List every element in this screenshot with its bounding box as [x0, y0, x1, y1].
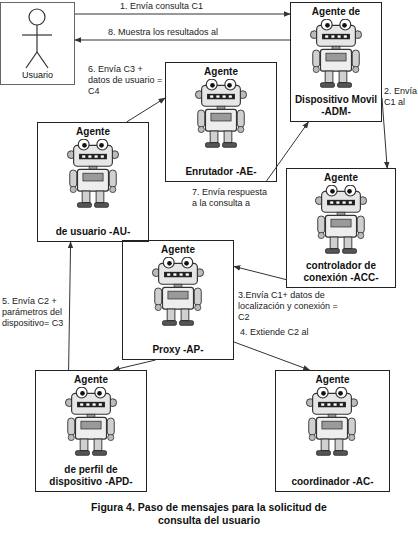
message-arrow	[113, 360, 155, 370]
message-arrow	[382, 98, 387, 168]
robot-illustration	[67, 139, 118, 207]
message-arrow	[75, 14, 290, 15]
message-label: 7. Envía respuesta a la consulta a	[192, 187, 274, 209]
message-arrow	[69, 242, 71, 370]
message-label: 5. Envía C2 + parámetros del dispositivo…	[2, 296, 70, 329]
figure-body	[36, 25, 37, 52]
agent-heading: Agente	[37, 374, 145, 386]
agent-card: Agente de perfil de dispositivo -APD-	[35, 370, 147, 492]
agent-heading: Agente	[288, 172, 394, 184]
agent-card: Agente coordinador -AC-	[275, 370, 390, 492]
agent-heading: Agente	[277, 374, 388, 386]
message-label: 6. Envía C3 + datos de usuario = C4	[88, 64, 164, 97]
agent-card: AgenteProxy -AP-	[122, 240, 234, 360]
agent-name: Enrutador -AE-	[168, 166, 274, 178]
figure-arms	[22, 34, 52, 35]
agent-name: Dispositivo Movil -ADM-	[293, 94, 379, 118]
message-label: 3.Envía C1+ datos de localización y cone…	[238, 290, 338, 323]
robot-illustration	[195, 79, 246, 147]
agent-card: AgenteEnrutador -AE-	[165, 62, 277, 182]
message-arrow	[234, 342, 310, 370]
message-arrow	[234, 266, 286, 279]
figure-leg	[26, 52, 37, 68]
message-label: 2. Envía C1 al	[384, 86, 418, 108]
message-arrow	[75, 40, 290, 41]
figure-caption: Figura 4. Paso de mensajes para la solic…	[80, 501, 338, 527]
message-arrow	[266, 122, 309, 182]
robot-illustration	[315, 185, 366, 253]
message-arrow	[127, 98, 165, 122]
agent-name: Usuario	[3, 69, 72, 81]
agent-card: Agente controlador de conexión -ACC-	[286, 168, 396, 288]
agent-heading: Agente	[39, 126, 147, 138]
agent-name: coordinador -AC-	[278, 476, 387, 488]
message-label: 8. Muestra los resultados al	[108, 27, 258, 38]
agent-card: Agente de Dispositivo Movil -ADM-	[290, 2, 382, 122]
robot-illustration	[310, 19, 361, 87]
message-label: 4. Extiende C2 al	[240, 327, 330, 338]
agent-name: Proxy -AP-	[125, 344, 231, 356]
agent-heading: Agente	[124, 244, 232, 256]
actor-box: Usuario	[0, 2, 75, 85]
robot-illustration	[306, 387, 357, 455]
agent-card: Agente de usuario -AU-	[37, 122, 149, 242]
robot-illustration	[65, 387, 116, 455]
figure-leg	[37, 52, 48, 68]
figure-head	[29, 9, 45, 25]
agent-name: de usuario -AU-	[40, 226, 146, 238]
agent-name: controlador de conexión -ACC-	[289, 260, 393, 284]
agent-name: de perfil de dispositivo -APD-	[38, 464, 144, 488]
stick-figure	[22, 9, 52, 68]
message-label: 1. Envía consulta C1	[120, 1, 270, 12]
agent-heading: Agente de	[292, 6, 380, 18]
robot-illustration	[152, 257, 203, 325]
agent-heading: Agente	[167, 66, 275, 78]
